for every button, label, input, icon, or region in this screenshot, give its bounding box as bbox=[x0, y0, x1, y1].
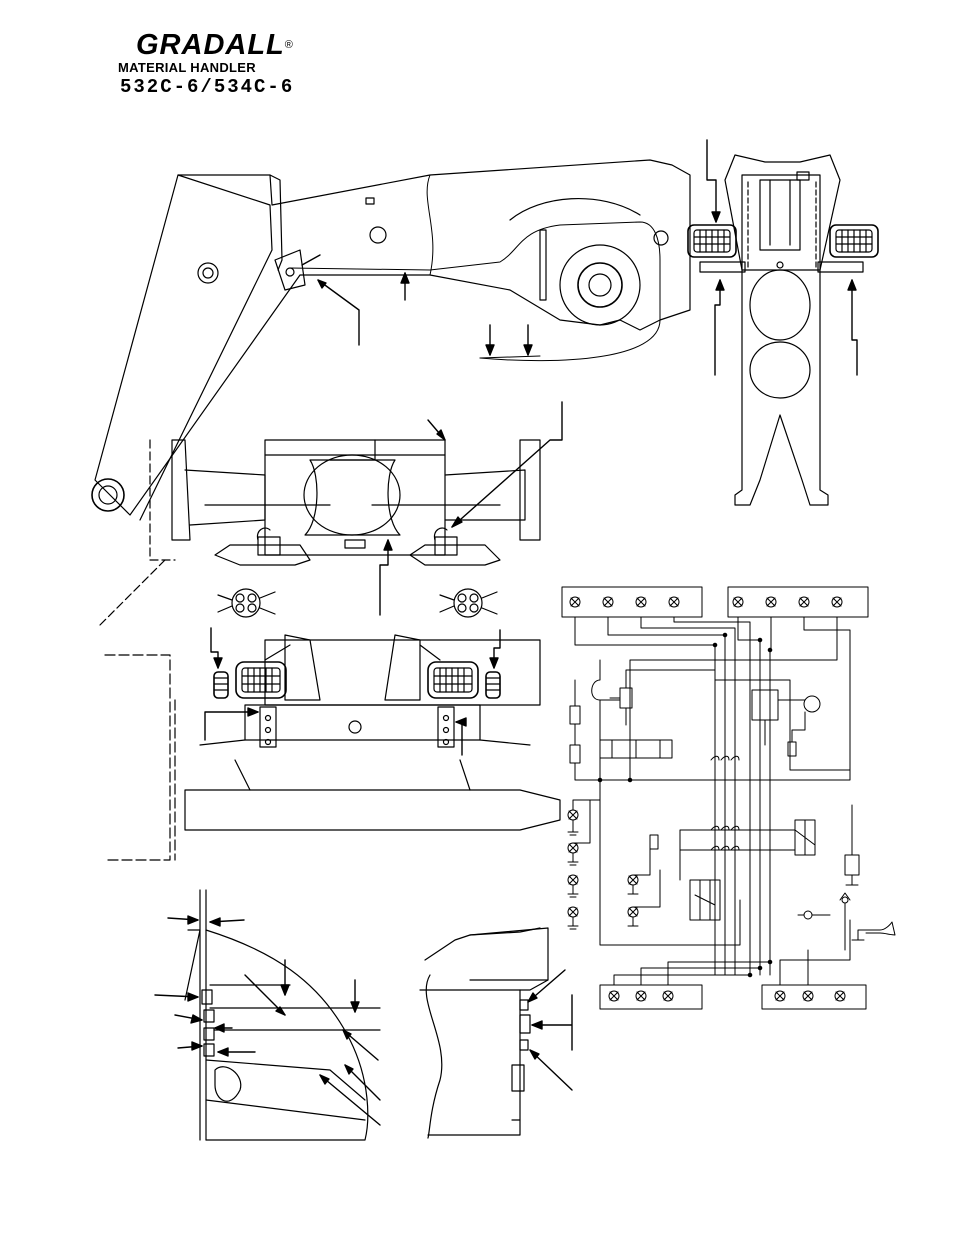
bottom-lamps bbox=[609, 991, 845, 1001]
top-right-lamps bbox=[733, 597, 842, 607]
left-ground-lamps bbox=[568, 810, 638, 929]
rear-chassis-callouts bbox=[380, 402, 562, 615]
top-left-lamps bbox=[570, 597, 679, 607]
wiring-schematic bbox=[562, 587, 895, 1009]
cab-side-callouts bbox=[155, 916, 380, 1125]
cab-rear-detail bbox=[420, 928, 548, 1138]
boom-side-view bbox=[92, 160, 690, 520]
cab-side-detail bbox=[185, 890, 380, 1140]
boom-callouts bbox=[302, 255, 540, 358]
front-axle-view bbox=[105, 635, 560, 860]
